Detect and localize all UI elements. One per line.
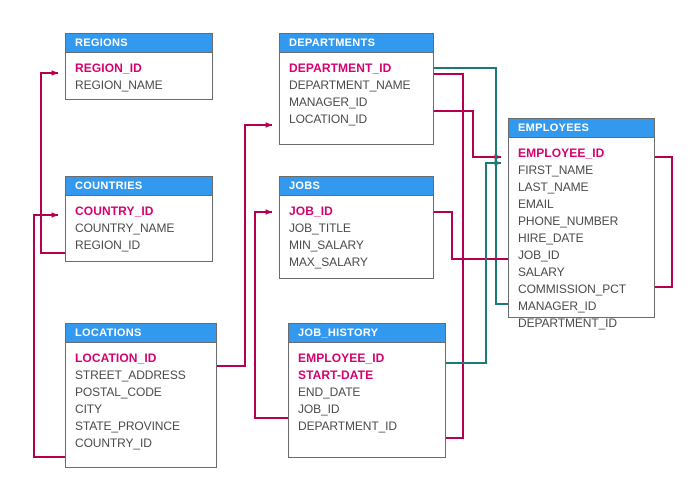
entity-title: EMPLOYEES — [509, 119, 654, 138]
attribute[interactable]: POSTAL_CODE — [75, 385, 162, 399]
attribute[interactable]: EMAIL — [518, 197, 554, 211]
primary-key-attribute[interactable]: EMPLOYEE_ID — [518, 146, 605, 160]
entity-attribute-list: LOCATION_ID STREET_ADDRESS POSTAL_CODE CITY… — [66, 343, 216, 457]
entity-regions[interactable]: REGIONS REGION_ID REGION_NAME — [65, 33, 213, 100]
entity-attribute-list: EMPLOYEE_ID START-DATE END_DATE JOB_ID DEPAR… — [289, 343, 445, 440]
primary-key-attribute[interactable]: JOB_ID — [289, 204, 333, 218]
attribute[interactable]: DEPARTMENT_ID — [518, 316, 617, 330]
attribute[interactable]: DEPARTMENT_ID — [298, 419, 397, 433]
entity-job-history[interactable]: JOB_HISTORY EMPLOYEE_ID START-DATE END_DATE… — [288, 323, 446, 458]
attribute[interactable]: PHONE_NUMBER — [518, 214, 619, 228]
primary-key-attribute[interactable]: LOCATION_ID — [75, 351, 157, 365]
entity-attribute-list: DEPARTMENT_ID DEPARTMENT_NAME MANAGER_ID LO… — [280, 53, 433, 133]
entity-title: JOB_HISTORY — [289, 324, 445, 343]
attribute[interactable]: JOB_ID — [298, 402, 340, 416]
attribute[interactable]: MAX_SALARY — [289, 255, 368, 269]
primary-key-attribute[interactable]: COUNTRY_ID — [75, 204, 154, 218]
attribute[interactable]: JOB_ID — [518, 248, 560, 262]
entity-employees[interactable]: EMPLOYEES EMPLOYEE_ID FIRST_NAME LAST_NAME E… — [508, 118, 655, 330]
attribute[interactable]: MANAGER_ID — [289, 95, 368, 109]
entity-attribute-list: EMPLOYEE_ID FIRST_NAME LAST_NAME EMAIL PHONE… — [509, 138, 654, 337]
attribute[interactable]: JOB_TITLE — [289, 221, 351, 235]
attribute[interactable]: LAST_NAME — [518, 180, 589, 194]
entity-title: DEPARTMENTS — [280, 34, 433, 53]
attribute[interactable]: LOCATION_ID — [289, 112, 368, 126]
attribute[interactable]: COUNTRY_NAME — [75, 221, 175, 235]
attribute[interactable]: COMMISSION_PCT — [518, 282, 626, 296]
line-employees-department-id-to-departments-department-id — [425, 65, 508, 305]
attribute[interactable]: FIRST_NAME — [518, 163, 594, 177]
entity-locations[interactable]: LOCATIONS LOCATION_ID STREET_ADDRESS POSTAL… — [65, 323, 217, 468]
attribute[interactable]: REGION_ID — [75, 238, 141, 252]
attribute[interactable]: CITY — [75, 402, 102, 416]
primary-key-attribute[interactable]: EMPLOYEE_ID — [298, 351, 385, 365]
attribute[interactable]: REGION_NAME — [75, 78, 163, 92]
attribute[interactable]: END_DATE — [298, 385, 361, 399]
line-locations-country-id-to-countries-country-id — [33, 212, 65, 458]
attribute[interactable]: STATE_PROVINCE — [75, 419, 180, 433]
entity-departments[interactable]: DEPARTMENTS DEPARTMENT_ID DEPARTMENT_NAME M… — [279, 33, 434, 145]
entity-countries[interactable]: COUNTRIES COUNTRY_ID COUNTRY_NAME REGION_ID — [65, 176, 213, 262]
attribute[interactable]: MIN_SALARY — [289, 238, 364, 252]
attribute[interactable]: HIRE_DATE — [518, 231, 584, 245]
entity-attribute-list: JOB_ID JOB_TITLE MIN_SALARY MAX_SALARY — [280, 196, 433, 276]
attribute[interactable]: COUNTRY_ID — [75, 436, 152, 450]
entity-title: JOBS — [280, 177, 433, 196]
line-countries-region-id-to-regions-region-id — [40, 70, 65, 254]
entity-jobs[interactable]: JOBS JOB_ID JOB_TITLE MIN_SALARY MAX_SALARY — [279, 176, 434, 279]
entity-attribute-list: COUNTRY_ID COUNTRY_NAME REGION_ID — [66, 196, 212, 259]
primary-key-attribute[interactable]: START-DATE — [298, 368, 374, 382]
attribute[interactable]: DEPARTMENT_NAME — [289, 78, 411, 92]
entity-attribute-list: REGION_ID REGION_NAME — [66, 53, 212, 99]
entity-title: COUNTRIES — [66, 177, 212, 196]
primary-key-attribute[interactable]: DEPARTMENT_ID — [289, 61, 392, 75]
attribute[interactable]: SALARY — [518, 265, 565, 279]
entity-title: LOCATIONS — [66, 324, 216, 343]
primary-key-attribute[interactable]: REGION_ID — [75, 61, 142, 75]
entity-title: REGIONS — [66, 34, 212, 53]
attribute[interactable]: STREET_ADDRESS — [75, 368, 186, 382]
attribute[interactable]: MANAGER_ID — [518, 299, 597, 313]
